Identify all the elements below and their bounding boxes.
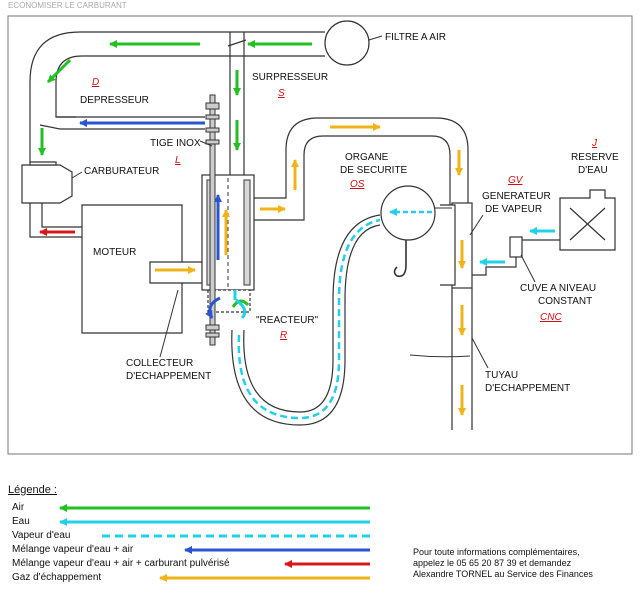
carburetor-leader [71,171,83,179]
stainless-rod [205,94,220,346]
steam-generator [440,202,473,289]
top-text: ECONOMISER LE CARBURANT [8,1,127,10]
constant-level-tank [472,236,560,276]
contact-info: Pour toute informations complémentaires,… [413,547,633,580]
engine-label: MOTEUR [93,247,136,258]
surpresseur-pipe [227,32,247,175]
mixture-arrow [205,296,221,319]
reactor-outlet [254,117,469,221]
legend-samples [59,504,370,582]
exhaust-collector [182,261,202,284]
organe-label-1: ORGANE [345,152,389,163]
air-arrow [46,58,72,84]
water-flow [233,227,555,320]
water-reserve [559,189,616,251]
exhaust-flow [155,123,466,416]
legend-item-air: Air [12,502,25,513]
cuve-label-1: CUVE A NIVEAU [520,283,596,294]
tuyau-label-1: TUYAU [485,370,518,381]
reserve-code: J [591,138,598,149]
engine-block [81,204,183,334]
cuve-leader [520,254,536,283]
air-intake-pipe [29,31,325,162]
generator-code: GV [508,175,524,186]
water-swirl [235,298,247,320]
legend-item-exhaust: Gaz d'échappement [12,572,102,583]
surpresseur-label: SURPRESSEUR [252,72,328,83]
tail-pipe [451,288,473,430]
collector-leader [159,289,179,358]
cuve-code: CNC [540,312,562,323]
depresseur-pipe [39,110,205,130]
air-flow [38,40,312,156]
contact-line-2: appelez le 05 65 20 87 39 et demandez [413,558,572,568]
cuve-label-2: CONSTANT [538,296,592,307]
tige-label: TIGE INOX [150,138,201,149]
safety-hook [393,240,407,278]
contact-line-3: Alexandre TORNEL au Service des Finances [413,569,593,579]
generator-leader [469,214,484,236]
collector-label-2: D'ECHAPPEMENT [126,371,211,382]
legend-item-water: Eau [12,516,30,527]
carburetor-label: CARBURATEUR [84,166,159,177]
organe-label-2: DE SECURITE [340,165,408,176]
organe-code: OS [350,179,365,190]
tail-pipe-cut [409,354,471,358]
legend-title: Légende : [8,484,57,496]
water-loop-tube [231,214,381,426]
legend-item-mixture: Mélange vapeur d'eau + air [12,544,134,555]
carburetor [21,161,73,204]
depresseur-code: D [92,77,99,88]
reactor-label: "REACTEUR" [256,315,319,326]
legend-item-steam: Vapeur d'eau [12,530,71,541]
tige-leader [199,140,213,147]
filter-leader [368,35,383,41]
tige-code: L [175,155,181,166]
mixture-flow [79,119,222,319]
reactor-air-swirl [231,299,250,308]
filter-label: FILTRE A AIR [385,32,446,43]
surpresseur-code: S [278,88,285,99]
reserve-label-1: RESERVE [571,152,619,163]
carb-engine-pipe [29,203,82,238]
generator-label-1: GENERATEUR [482,191,551,202]
tuyau-label-2: D'ECHAPPEMENT [485,383,570,394]
legend-item-fuel-mixture: Mélange vapeur d'eau + air + carburant p… [12,558,230,569]
generator-label-2: DE VAPEUR [485,204,542,215]
depresseur-label: DEPRESSEUR [80,95,149,106]
reactor-code: R [280,330,287,341]
diagram-frame [7,15,633,455]
reserve-label-2: D'EAU [578,165,608,176]
tuyau-leader [471,337,489,369]
steam-loop-flow [237,218,381,420]
air-filter [324,20,370,66]
contact-line-1: Pour toute informations complémentaires, [413,547,580,557]
collector-label-1: COLLECTEUR [126,358,193,369]
